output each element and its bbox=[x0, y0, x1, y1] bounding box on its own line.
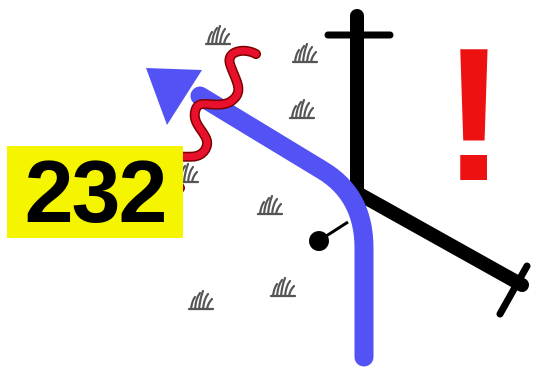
road-diagonal bbox=[345, 183, 529, 292]
grass-tuft-icon bbox=[269, 276, 297, 298]
side-spur-endpoint bbox=[309, 231, 329, 251]
route-number-badge bbox=[7, 146, 183, 238]
grass-tuft-icon bbox=[291, 42, 319, 64]
curved-arrow-icon bbox=[146, 68, 374, 367]
grass-tuft-icon bbox=[288, 98, 316, 120]
road-end-crossbar bbox=[496, 262, 531, 318]
grass-tuft-icon bbox=[187, 289, 215, 311]
grass-tuft-icon bbox=[256, 194, 284, 216]
grass-tuft-icon bbox=[204, 24, 232, 46]
route-arrowhead bbox=[146, 68, 202, 125]
route-path bbox=[190, 86, 374, 367]
road-junction-icon bbox=[309, 9, 531, 318]
route-number-label: 232 bbox=[24, 142, 168, 241]
warning-exclamation: ! bbox=[442, 9, 506, 221]
